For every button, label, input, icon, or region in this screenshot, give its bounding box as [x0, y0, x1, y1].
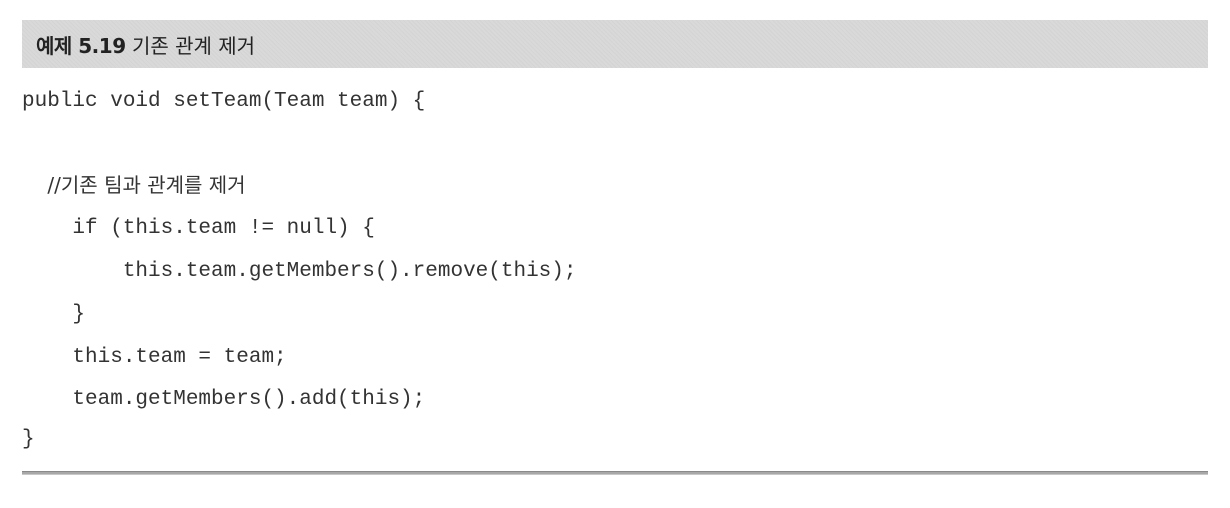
example-header: 예제 5.19 기존 관계 제거 — [22, 20, 1208, 68]
example-title: 기존 관계 제거 — [131, 33, 256, 58]
code-line-4: if (this.team != null) { — [22, 217, 375, 240]
code-line-8: team.getMembers().add(this); — [22, 388, 426, 411]
bottom-rule — [22, 471, 1208, 475]
code-line-comment: //기존 팀과 관계를 제거 — [22, 173, 246, 197]
code-line-5: this.team.getMembers().remove(this); — [22, 260, 577, 283]
example-title-text: 예제 5.19 기존 관계 제거 — [36, 30, 255, 59]
code-line-6: } — [22, 303, 86, 326]
code-line-7: this.team = team; — [22, 346, 287, 369]
example-label: 예제 5.19 — [36, 33, 126, 58]
code-line-9: } — [22, 428, 35, 451]
code-line-1: public void setTeam(Team team) { — [22, 90, 426, 113]
